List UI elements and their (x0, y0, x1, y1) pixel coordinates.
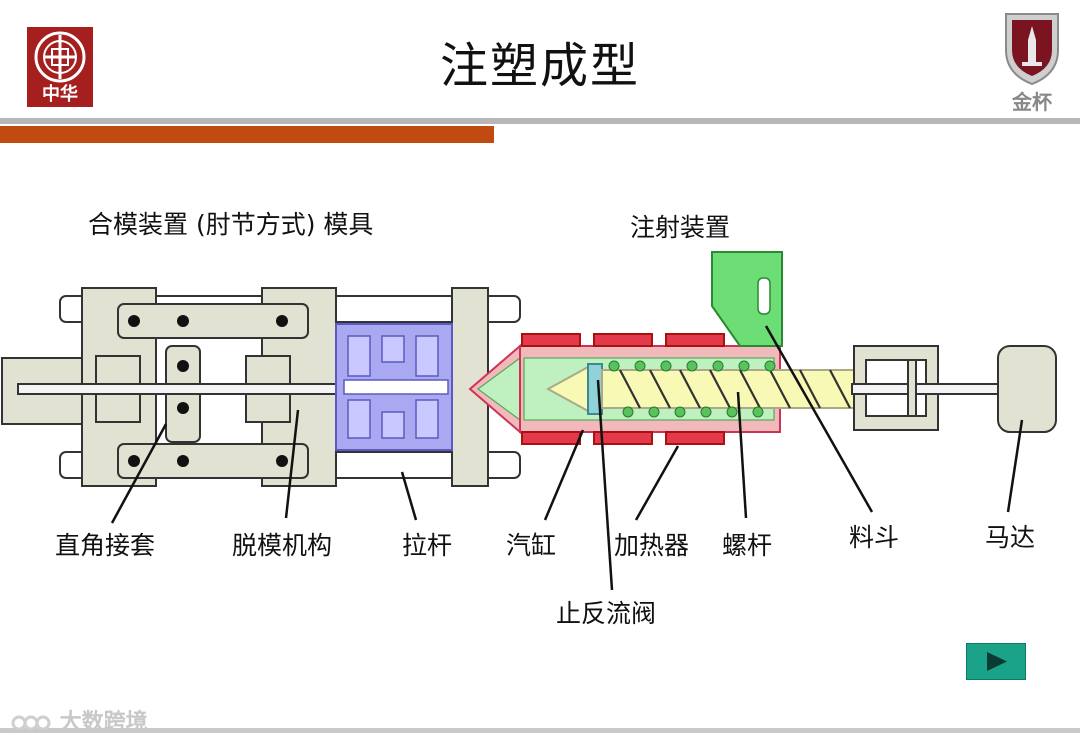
header-clamp-unit: 合模装置 (肘节方式) 模具 (88, 210, 374, 239)
header-injection-unit: 注射装置 (630, 213, 731, 242)
label-hopper: 料斗 (849, 523, 900, 552)
label-ejector: 脱模机构 (232, 531, 333, 560)
toggle-link-bottom (117, 443, 309, 479)
label-screw: 螺杆 (722, 531, 773, 560)
logo-zhonghua: 中华 (27, 27, 93, 107)
header-accent-bar (0, 126, 494, 143)
header-gray-bar (0, 118, 1080, 124)
heater-6 (665, 431, 725, 445)
heater-4 (521, 431, 581, 445)
label-cylinder: 汽缸 (506, 531, 557, 560)
label-motor: 马达 (985, 523, 1036, 552)
motor (997, 345, 1057, 433)
heater-1 (521, 333, 581, 347)
label-tie-bar: 拉杆 (402, 531, 453, 560)
watermark-logo-icon (11, 715, 51, 731)
play-icon (987, 652, 1007, 671)
hopper (711, 251, 783, 347)
logo-left-caption: 中华 (42, 84, 78, 105)
play-button[interactable] (966, 643, 1026, 680)
heater-2 (593, 333, 653, 347)
jinbei-shield-icon (1005, 13, 1059, 86)
heater-5 (593, 431, 653, 445)
label-toggle: 直角接套 (55, 531, 156, 560)
label-check-valve: 止反流阀 (556, 599, 657, 628)
footer-gray-bar (0, 728, 1080, 733)
zhonghua-emblem-icon (34, 31, 86, 83)
slide-title: 注塑成型 (439, 38, 640, 94)
logo-right-caption: 金杯 (1012, 90, 1052, 114)
label-heater: 加热器 (614, 531, 690, 560)
watermark: 大数跨境 (10, 704, 148, 736)
toggle-link-top (117, 303, 309, 339)
watermark-text: 大数跨境 (59, 710, 148, 735)
heater-3 (665, 333, 725, 347)
